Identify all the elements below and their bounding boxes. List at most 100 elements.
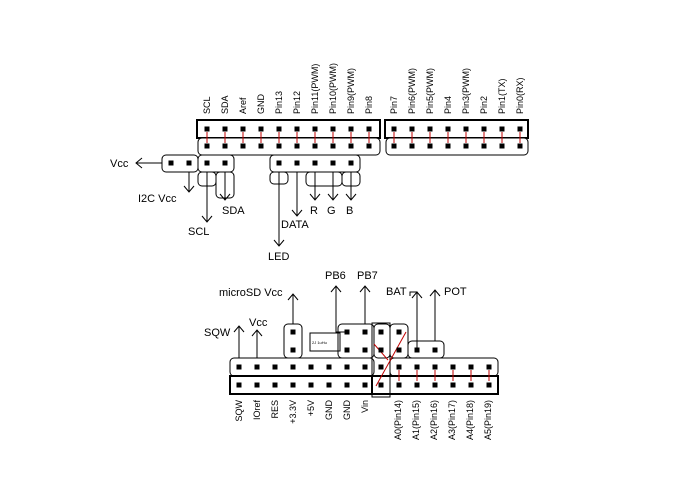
header-pin	[486, 382, 492, 388]
pin-label-sda: SDA	[220, 95, 230, 114]
header-pin	[290, 347, 296, 353]
header-pin	[427, 143, 433, 149]
top-header-labels: SCL SDA Aref GND Pin13 Pin12 Pin11(PWM) …	[202, 63, 525, 114]
header-pin	[378, 364, 384, 370]
header-pin	[308, 382, 314, 388]
r-label: R	[310, 205, 318, 217]
top-pins	[168, 126, 523, 166]
header-pin	[276, 126, 282, 132]
header-pin	[391, 126, 397, 132]
header-pin	[468, 364, 474, 370]
header-pin	[348, 126, 354, 132]
header-pin	[168, 160, 174, 166]
header-pin	[366, 143, 372, 149]
pin-label-pin3: Pin3(PWM)	[461, 68, 471, 114]
pin-label-a2: A2(Pin16)	[429, 400, 439, 440]
pin-label-vin: Vin	[360, 400, 370, 413]
header-pin	[362, 347, 368, 353]
pin-label-pin4: Pin4	[443, 96, 453, 114]
header-pin	[396, 382, 402, 388]
header-pin	[517, 126, 523, 132]
header-pin	[254, 364, 260, 370]
header-pin	[330, 126, 336, 132]
pb7-label: PB7	[357, 270, 378, 282]
pin-label-pin1: Pin1(TX)	[497, 78, 507, 114]
pin-label-gnd-2: GND	[342, 400, 352, 421]
pin-label-pin8: Pin8	[364, 96, 374, 114]
header-pin	[445, 126, 451, 132]
header-pin	[362, 329, 368, 335]
pin-label-scl: SCL	[202, 96, 212, 114]
header-pin	[312, 160, 318, 166]
pin-label-pin12: Pin12	[292, 91, 302, 114]
header-pin	[222, 160, 228, 166]
header-pin	[348, 143, 354, 149]
header-pin	[432, 347, 438, 353]
header-pin	[362, 382, 368, 388]
top-extra-cells	[161, 154, 361, 199]
microsd-vcc-label: microSD Vcc	[219, 287, 283, 299]
header-pin	[186, 160, 192, 166]
scl-label: SCL	[188, 226, 209, 238]
pin-label-res: RES	[270, 400, 280, 419]
header-pin	[499, 126, 505, 132]
vcc-label-top: Vcc	[110, 158, 129, 170]
header-pin	[432, 364, 438, 370]
header-pin	[326, 364, 332, 370]
pb6-label: PB6	[325, 270, 346, 282]
header-pin	[276, 143, 282, 149]
i2c-vcc-label: I2C Vcc	[138, 193, 177, 205]
header-pin	[391, 143, 397, 149]
top-header-right	[384, 119, 529, 139]
header-pin	[348, 160, 354, 166]
pin-label-pin10: Pin10(PWM)	[328, 63, 338, 114]
pin-label-3v3: +3.3V	[288, 400, 298, 424]
header-pin	[486, 364, 492, 370]
header-pin	[463, 126, 469, 132]
pin-label-a4: A4(Pin18)	[465, 400, 475, 440]
pin-label-sqw: SQW	[234, 399, 244, 421]
header-pin	[517, 143, 523, 149]
pin-label-pin7: Pin7	[389, 96, 399, 114]
pin-label-pin9: Pin9(PWM)	[346, 68, 356, 114]
component-label: 2J 1uHu	[312, 340, 327, 345]
top-lower-row	[197, 137, 529, 156]
header-pin	[409, 143, 415, 149]
pin-label-pin0: Pin0(RX)	[515, 77, 525, 114]
header-pin	[204, 126, 210, 132]
header-pin	[330, 143, 336, 149]
vcc-label-bottom: Vcc	[249, 317, 268, 329]
header-pin	[308, 364, 314, 370]
header-pin	[258, 143, 264, 149]
component-box: 2J 1uHu	[309, 322, 407, 398]
pin-label-a5: A5(Pin19)	[483, 400, 493, 440]
data-label: DATA	[281, 219, 309, 231]
header-pin	[481, 143, 487, 149]
header-pin	[344, 382, 350, 388]
header-pin	[499, 143, 505, 149]
header-pin	[222, 126, 228, 132]
header-pin	[445, 143, 451, 149]
header-pin	[396, 347, 402, 353]
header-pin	[427, 126, 433, 132]
header-pin	[294, 126, 300, 132]
header-pin	[366, 126, 372, 132]
header-pin	[290, 382, 296, 388]
pot-label: POT	[444, 286, 467, 298]
header-pin	[272, 382, 278, 388]
header-pin	[481, 126, 487, 132]
header-pin	[272, 364, 278, 370]
header-pin	[326, 382, 332, 388]
pin-label-a1: A1(Pin15)	[411, 400, 421, 440]
led-label: LED	[268, 251, 289, 263]
header-pin	[362, 364, 368, 370]
header-pin	[344, 347, 350, 353]
header-pin	[450, 382, 456, 388]
header-pin	[312, 143, 318, 149]
header-pin	[258, 126, 264, 132]
header-pin	[240, 126, 246, 132]
bottom-header-labels: SQW IOref RES +3.3V +5V GND GND Vin A0(P…	[234, 399, 493, 440]
header-pin	[463, 143, 469, 149]
header-pin	[378, 382, 384, 388]
sqw-label-top: SQW	[204, 327, 231, 339]
